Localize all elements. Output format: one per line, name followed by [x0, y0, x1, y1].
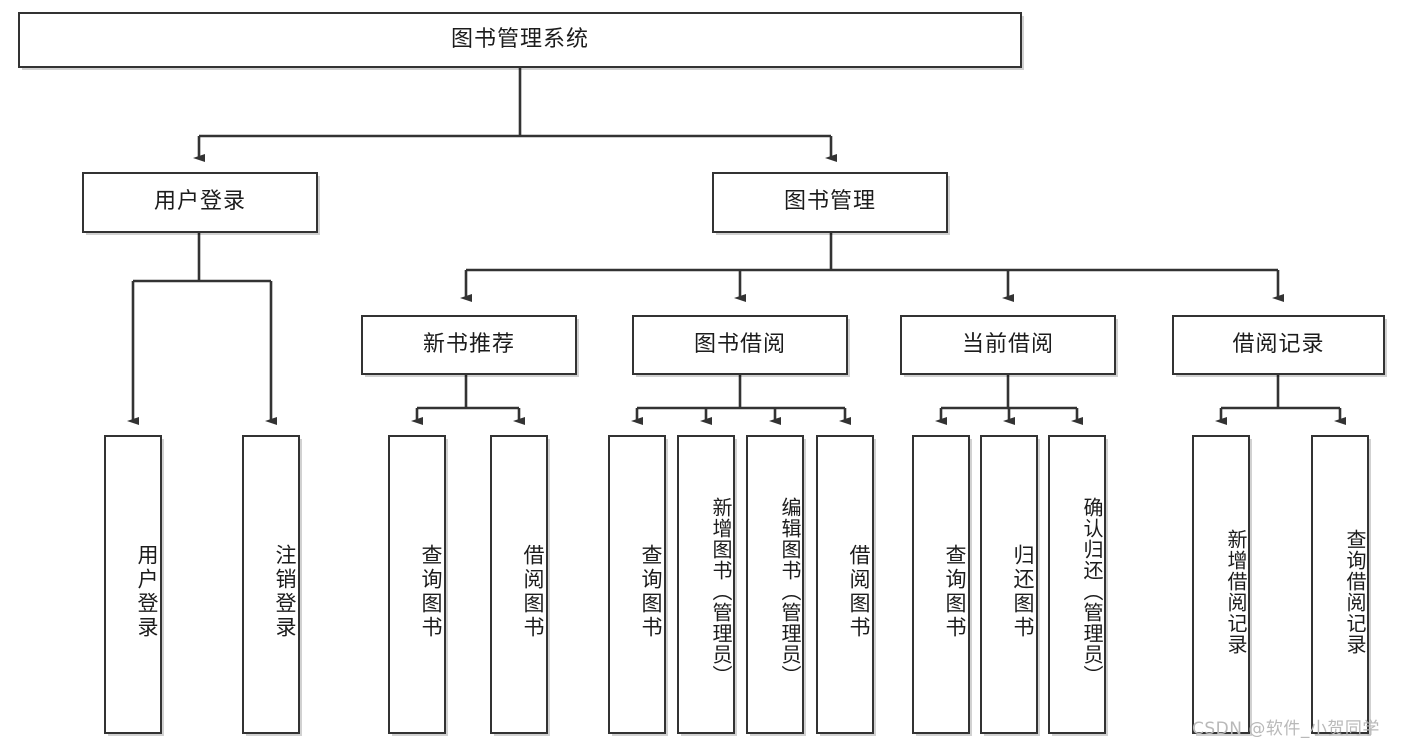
leaf-borrow-record-add[interactable]: 新增借阅记录	[1192, 435, 1250, 734]
leaf-current-borrow-confirm-return[interactable]: 确认归还（管理员）	[1048, 435, 1106, 734]
node-label: 查询图书	[943, 543, 967, 640]
leaf-borrow-record-query[interactable]: 查询借阅记录	[1311, 435, 1369, 734]
node-label: 注销登录	[273, 543, 297, 640]
leaf-current-borrow-return[interactable]: 归还图书	[980, 435, 1038, 734]
node-book-borrow[interactable]: 图书借阅	[632, 315, 848, 375]
leaf-book-borrow-edit[interactable]: 编辑图书（管理员）	[746, 435, 804, 734]
node-label: 查询图书	[419, 543, 443, 640]
node-user-login[interactable]: 用户登录	[82, 172, 318, 233]
node-label: 查询借阅记录	[1343, 528, 1367, 655]
node-label: 借阅图书	[521, 543, 545, 640]
csdn-watermark: CSDN @软件_小贺同学	[1192, 719, 1380, 739]
node-label: 借阅记录	[1232, 331, 1325, 357]
leaf-new-book-query[interactable]: 查询图书	[388, 435, 446, 734]
leaf-current-borrow-query[interactable]: 查询图书	[912, 435, 970, 734]
node-label: 用户登录	[153, 189, 246, 215]
node-borrow-record[interactable]: 借阅记录	[1172, 315, 1385, 375]
node-label: 确认归还（管理员）	[1080, 497, 1104, 686]
node-label: 图书管理	[783, 189, 876, 215]
node-label: 新增图书（管理员）	[709, 497, 733, 686]
node-label: 图书借阅	[693, 331, 786, 357]
node-label: 查询图书	[639, 543, 663, 640]
leaf-book-borrow-borrow[interactable]: 借阅图书	[816, 435, 874, 734]
node-new-book-recommend[interactable]: 新书推荐	[361, 315, 577, 375]
node-label: 图书管理系统	[450, 26, 589, 52]
node-label: 借阅图书	[847, 543, 871, 640]
node-label: 编辑图书（管理员）	[778, 497, 802, 686]
node-label: 归还图书	[1011, 543, 1035, 640]
leaf-book-borrow-query[interactable]: 查询图书	[608, 435, 666, 734]
leaf-new-book-borrow[interactable]: 借阅图书	[490, 435, 548, 734]
node-label: 新书推荐	[422, 331, 515, 357]
node-label: 新增借阅记录	[1224, 528, 1248, 655]
leaf-book-borrow-add[interactable]: 新增图书（管理员）	[677, 435, 735, 734]
node-root-system[interactable]: 图书管理系统	[18, 12, 1022, 68]
leaf-user-login-signout[interactable]: 注销登录	[242, 435, 300, 734]
node-current-borrow[interactable]: 当前借阅	[900, 315, 1116, 375]
node-label: 当前借阅	[961, 331, 1054, 357]
node-label: 用户登录	[135, 543, 159, 640]
node-book-management[interactable]: 图书管理	[712, 172, 948, 233]
leaf-user-login-signin[interactable]: 用户登录	[104, 435, 162, 734]
